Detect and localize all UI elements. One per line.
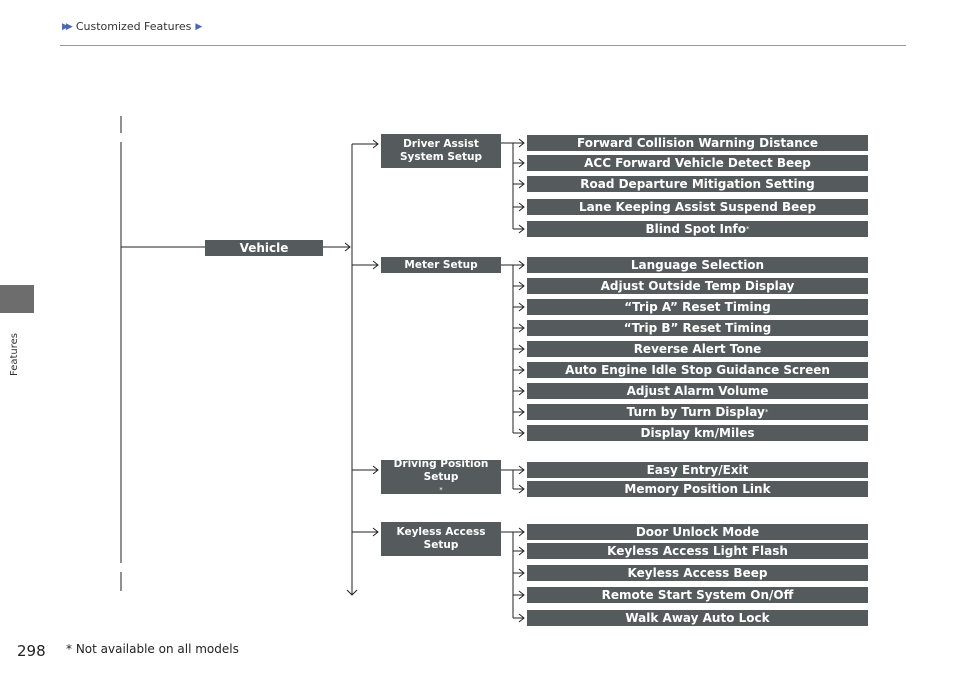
- item-lane-keeping-assist-suspend-beep: Lane Keeping Assist Suspend Beep: [527, 199, 868, 215]
- item-keyless-access-light-flash: Keyless Access Light Flash: [527, 543, 868, 559]
- item-forward-collision-warning-distance: Forward Collision Warning Distance: [527, 135, 868, 151]
- category-driving-position: Driving Position Setup *: [381, 457, 501, 494]
- item-blind-spot-info: Blind Spot Info*: [527, 221, 868, 237]
- item-adjust-alarm-volume: Adjust Alarm Volume: [527, 383, 868, 399]
- item-trip-b-reset-timing: “Trip B” Reset Timing: [527, 320, 868, 336]
- item-keyless-access-beep: Keyless Access Beep: [527, 565, 868, 581]
- breadcrumb-label: Customized Features: [75, 20, 192, 33]
- category-keyless-access: Keyless Access Setup: [381, 522, 501, 556]
- item-trip-a-reset-timing: “Trip A” Reset Timing: [527, 299, 868, 315]
- header-rule: [60, 45, 906, 46]
- item-turn-by-turn-display: Turn by Turn Display*: [527, 404, 868, 420]
- category-meter-setup: Meter Setup: [381, 257, 501, 273]
- arrow-icon: ▶: [195, 21, 203, 32]
- item-label: Turn by Turn Display: [626, 405, 765, 419]
- page-number: 298: [17, 642, 46, 660]
- item-language-selection: Language Selection: [527, 257, 868, 273]
- item-memory-position-link: Memory Position Link: [527, 481, 868, 497]
- item-remote-start-system-on-off: Remote Start System On/Off: [527, 587, 868, 603]
- tree-root-vehicle: Vehicle: [205, 240, 323, 256]
- item-door-unlock-mode: Door Unlock Mode: [527, 524, 868, 540]
- item-auto-engine-idle-stop-guidance-screen: Auto Engine Idle Stop Guidance Screen: [527, 362, 868, 378]
- item-display-km-miles: Display km/Miles: [527, 425, 868, 441]
- asterisk-mark: *: [764, 408, 769, 416]
- category-label: Driving Position Setup: [393, 457, 489, 483]
- item-acc-forward-vehicle-detect-beep: ACC Forward Vehicle Detect Beep: [527, 155, 868, 171]
- item-adjust-outside-temp-display: Adjust Outside Temp Display: [527, 278, 868, 294]
- item-road-departure-mitigation-setting: Road Departure Mitigation Setting: [527, 176, 868, 192]
- footnote: * Not available on all models: [66, 642, 239, 656]
- item-easy-entry-exit: Easy Entry/Exit: [527, 462, 868, 478]
- item-reverse-alert-tone: Reverse Alert Tone: [527, 341, 868, 357]
- asterisk-mark: *: [746, 225, 750, 233]
- asterisk-mark: *: [439, 485, 443, 494]
- section-tab: [0, 285, 34, 313]
- item-label: Blind Spot Info: [645, 222, 747, 236]
- double-arrow-icon: ▶▶: [62, 21, 73, 32]
- item-walk-away-auto-lock: Walk Away Auto Lock: [527, 610, 868, 626]
- category-driver-assist: Driver Assist System Setup: [381, 134, 501, 168]
- breadcrumb: ▶▶ Customized Features ▶: [62, 20, 202, 33]
